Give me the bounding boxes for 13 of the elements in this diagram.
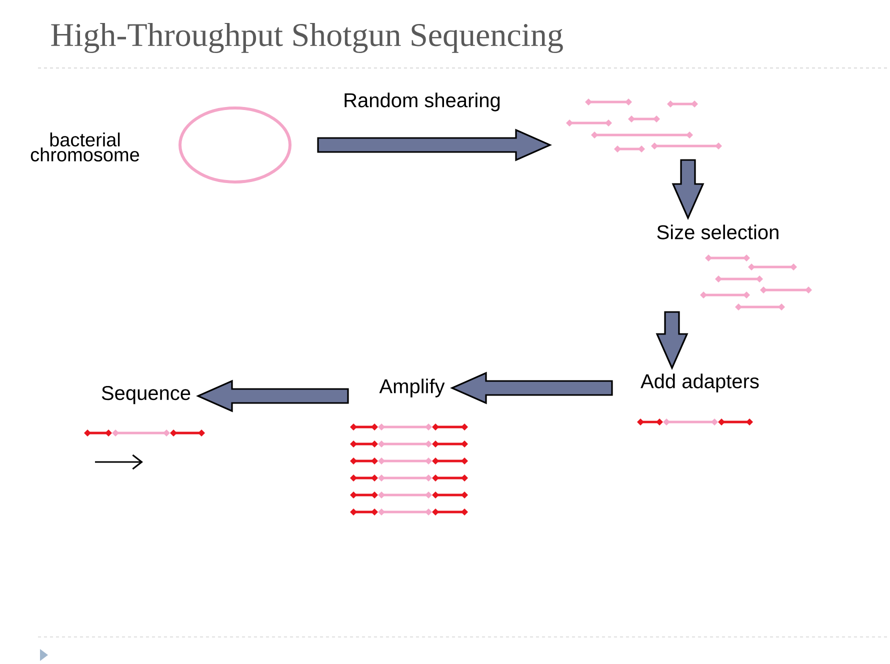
block-arrow: [672, 159, 704, 220]
edge-label: Random shearing: [344, 92, 500, 112]
block-arrow: [656, 311, 688, 370]
title: High-Throughput Shotgun Sequencing: [51, 23, 563, 53]
edge-label: Size selection: [657, 224, 778, 240]
edge-label: Sequence: [102, 386, 190, 404]
block-arrow: [450, 372, 613, 404]
block-arrow: [196, 380, 349, 412]
node-caption: bacterial chromosome: [30, 132, 140, 162]
edge-label: Add adapters: [640, 374, 759, 392]
chromosome-ring: [178, 106, 292, 184]
block-arrow: [317, 128, 552, 162]
edge-label: Amplify: [379, 378, 445, 398]
